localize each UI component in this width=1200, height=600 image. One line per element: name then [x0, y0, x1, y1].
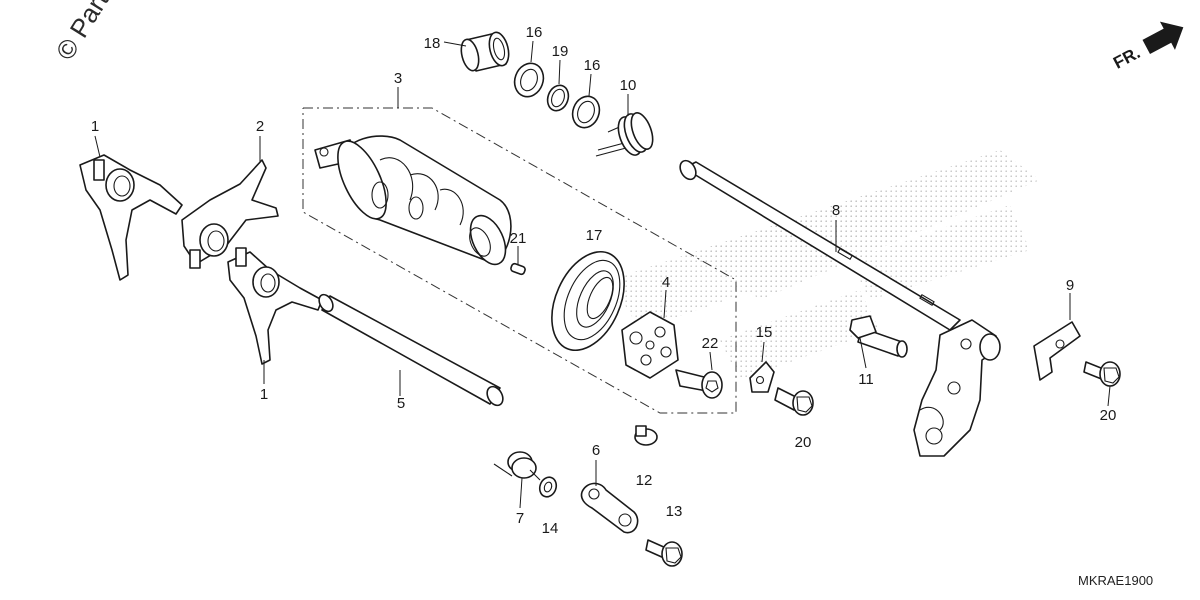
- callout-6: 6: [592, 442, 600, 459]
- callout-7: 7: [516, 510, 524, 527]
- spindle-bracket: [1033, 321, 1081, 381]
- callout-16-lower: 16: [584, 57, 601, 74]
- shift-fork-lower: [227, 247, 323, 365]
- stopper-bolt: [634, 425, 658, 446]
- bolt-right: [1083, 361, 1121, 387]
- front-label: FR.: [1110, 43, 1143, 73]
- callout-11: 11: [858, 371, 874, 388]
- drum-bearing: [551, 250, 625, 352]
- fork-shaft: [318, 293, 504, 407]
- callout-13: 13: [666, 503, 683, 520]
- shift-fork-upper: [79, 154, 183, 281]
- arm-bolt: [645, 539, 683, 567]
- washer: [538, 476, 558, 498]
- callout-4: 4: [662, 274, 670, 291]
- stopper-arm: [580, 482, 639, 534]
- pin-bolt: [849, 315, 908, 358]
- watermark-text: © Partz: [50, 0, 122, 65]
- callout-8: 8: [832, 202, 840, 219]
- callout-1-upper: 1: [91, 118, 99, 135]
- callout-14: 14: [542, 520, 559, 537]
- callout-21: 21: [510, 230, 527, 247]
- snap-ring: [546, 84, 570, 112]
- callout-18: 18: [424, 35, 441, 52]
- leader-lines: [94, 40, 1111, 509]
- callout-3: 3: [394, 70, 402, 87]
- dowel-pin: [510, 262, 526, 276]
- bolt-left: [774, 387, 814, 416]
- callout-19: 19: [552, 43, 569, 60]
- callout-20-left: 20: [795, 434, 812, 451]
- shift-fork-center: [181, 159, 279, 269]
- callout-22: 22: [702, 335, 719, 352]
- front-direction-arrow-icon: FR.: [1110, 21, 1184, 73]
- shift-spindle: [679, 159, 1001, 457]
- callout-5: 5: [397, 395, 405, 412]
- callout-10: 10: [620, 77, 637, 94]
- callout-2: 2: [256, 118, 264, 135]
- shift-drum: [314, 135, 512, 266]
- stopper-washer: [749, 361, 775, 393]
- return-spring: [595, 112, 654, 157]
- collar-a: [513, 62, 545, 98]
- callout-1-lower: 1: [260, 386, 268, 403]
- background-shading: [610, 150, 1040, 380]
- callout-15: 15: [756, 324, 773, 341]
- callout-9: 9: [1066, 277, 1074, 294]
- callout-20-right: 20: [1100, 407, 1117, 424]
- callout-16-upper: 16: [526, 24, 543, 41]
- needle-bearing: [460, 31, 510, 72]
- callout-12: 12: [636, 472, 653, 489]
- diagram-code: MKRAE1900: [1078, 573, 1153, 588]
- socket-bolt: [675, 369, 723, 399]
- stopper-spring: [493, 451, 541, 481]
- stopper-plate: [621, 311, 679, 379]
- callout-17: 17: [586, 227, 603, 244]
- drum-group-outline: [302, 107, 737, 414]
- collar-b: [571, 95, 601, 129]
